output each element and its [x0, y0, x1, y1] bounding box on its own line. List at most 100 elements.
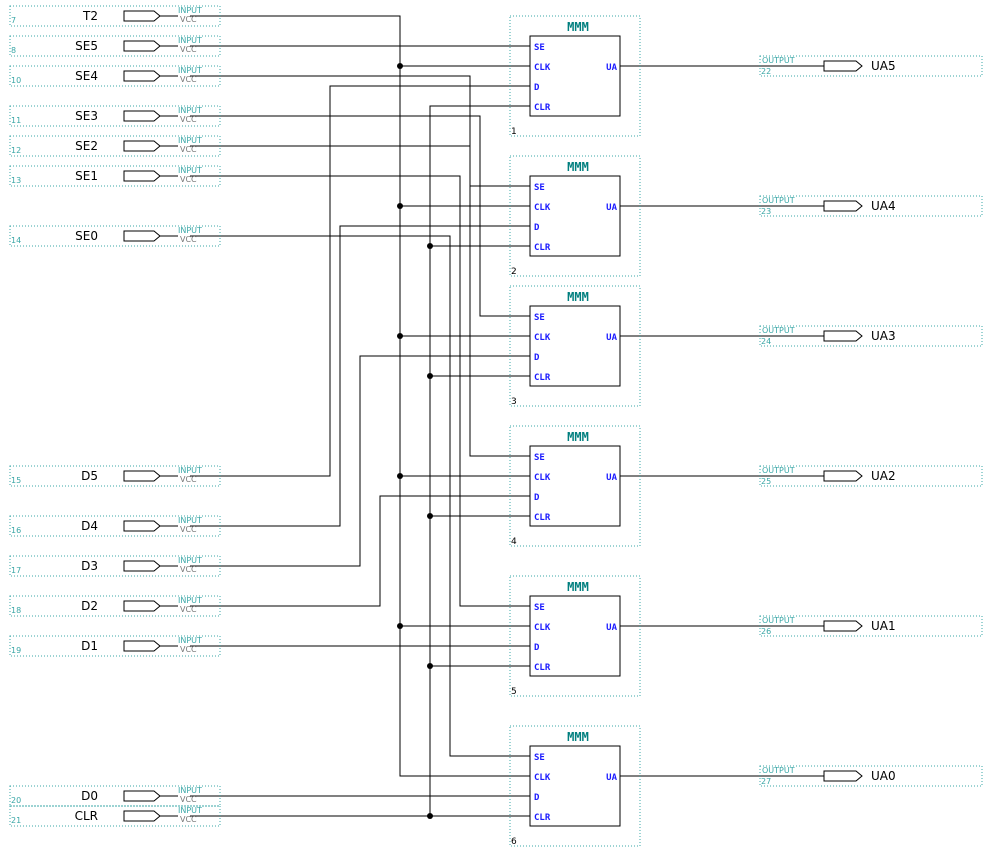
output-pin-type-label: OUTPUT: [762, 326, 795, 335]
input-pin-number: 10: [11, 76, 21, 85]
input-pin-number: 11: [11, 116, 21, 125]
output-pin-frame: [759, 55, 983, 77]
block-port-d: D: [534, 643, 540, 653]
wire-se3: [190, 115, 530, 317]
wire-clr-bus: [429, 105, 530, 816]
wire-clk-bus: [190, 15, 530, 777]
input-pin-arrow-icon: [123, 40, 161, 52]
input-pin-name: D2: [81, 599, 98, 613]
block-body: [529, 745, 621, 827]
output-pin-arrow-icon: [823, 470, 863, 482]
input-pin-name: D3: [81, 559, 98, 573]
block-name: MMM: [567, 430, 589, 444]
block-port-se: SE: [534, 313, 545, 323]
input-pin-type-label: INPUT: [178, 36, 202, 45]
block-port-d: D: [534, 493, 540, 503]
input-pin-vcc-label: VCC: [180, 75, 197, 84]
junction-dot: [427, 663, 433, 669]
junction-dot: [427, 513, 433, 519]
input-pin-vcc-label: VCC: [180, 605, 197, 614]
input-pin-frame: [9, 5, 221, 27]
block-body: [529, 445, 621, 527]
wire-d4: [190, 225, 530, 527]
output-pin-name: UA2: [871, 469, 896, 483]
input-pin-number: 20: [11, 796, 21, 805]
input-pin-arrow-icon: [123, 560, 161, 572]
input-pin-frame: [9, 225, 221, 247]
input-pin-frame: [9, 135, 221, 157]
output-pin-type-label: OUTPUT: [762, 466, 795, 475]
input-pin-name: SE2: [75, 139, 98, 153]
input-pin-type-label: INPUT: [178, 806, 202, 815]
input-pin-arrow-icon: [123, 520, 161, 532]
wire-d5: [190, 85, 530, 477]
junction-dot: [427, 813, 433, 819]
output-pin-number: 23: [761, 207, 771, 216]
input-pin-type-label: INPUT: [178, 556, 202, 565]
block-frame: [509, 725, 641, 847]
input-pin-name: D0: [81, 789, 98, 803]
output-pin-frame: [759, 195, 983, 217]
input-pin-name: D5: [81, 469, 98, 483]
block-port-clk: CLK: [534, 63, 551, 73]
block-port-out: UA: [606, 203, 617, 213]
input-pin-vcc-label: VCC: [180, 525, 197, 534]
input-pin-arrow-icon: [123, 140, 161, 152]
input-pin-type-label: INPUT: [178, 66, 202, 75]
input-pin-vcc-label: VCC: [180, 45, 197, 54]
input-pin-name: SE3: [75, 109, 98, 123]
block-port-out: UA: [606, 623, 617, 633]
output-pin-frame: [759, 465, 983, 487]
output-pin-name: UA4: [871, 199, 896, 213]
block-port-clk: CLK: [534, 203, 551, 213]
input-pin-name: SE5: [75, 39, 98, 53]
wire-se4: [190, 75, 530, 187]
input-pin-vcc-label: VCC: [180, 175, 197, 184]
block-port-clr: CLR: [534, 243, 551, 253]
input-pin-type-label: INPUT: [178, 596, 202, 605]
block-port-clk: CLK: [534, 773, 551, 783]
input-pin-frame: [9, 65, 221, 87]
input-pin-number: 15: [11, 476, 21, 485]
input-pin-frame: [9, 105, 221, 127]
block-port-se: SE: [534, 603, 545, 613]
block-port-d: D: [534, 793, 540, 803]
output-pin-name: UA0: [871, 769, 896, 783]
block-instance-number: 4: [511, 537, 517, 547]
input-pin-frame: [9, 35, 221, 57]
junction-dot: [397, 333, 403, 339]
output-pin-type-label: OUTPUT: [762, 196, 795, 205]
input-pin-type-label: INPUT: [178, 636, 202, 645]
input-pin-vcc-label: VCC: [180, 645, 197, 654]
junction-dot: [427, 243, 433, 249]
input-pin-name: D4: [81, 519, 98, 533]
wires-layer: [190, 15, 824, 817]
block-port-clr: CLR: [534, 813, 551, 823]
block-port-d: D: [534, 353, 540, 363]
input-pin-frame: [9, 465, 221, 487]
block-frame: [509, 425, 641, 547]
junction-dot: [397, 623, 403, 629]
input-pin-name: SE0: [75, 229, 98, 243]
output-pin-frame: [759, 765, 983, 787]
input-pin-name: T2: [82, 9, 98, 23]
output-pin-name: UA5: [871, 59, 896, 73]
junction-dot: [397, 473, 403, 479]
input-pin-vcc-label: VCC: [180, 565, 197, 574]
